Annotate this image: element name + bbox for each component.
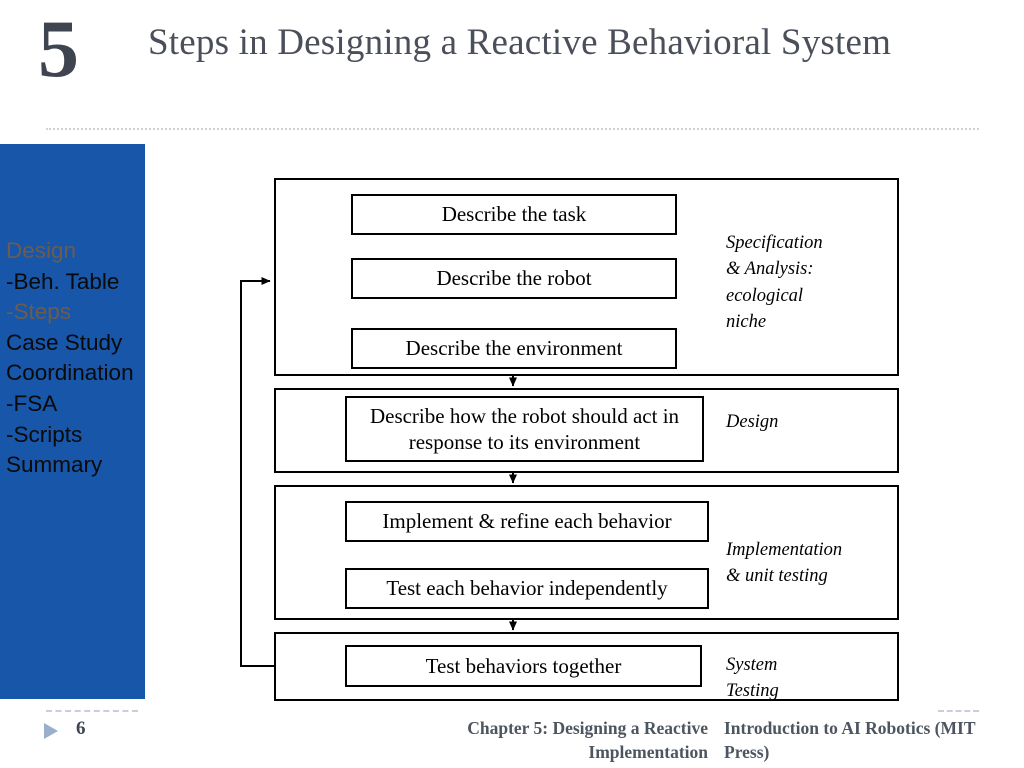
footer-divider-left xyxy=(46,710,138,712)
triangle-bullet-icon xyxy=(44,723,58,739)
outline-sidebar: Design -Beh. Table -Steps Case Study Coo… xyxy=(0,144,145,699)
chapter-number: 5 xyxy=(38,3,79,94)
slide-header: 5 Steps in Designing a Reactive Behavior… xyxy=(0,0,1024,134)
footer-book-text: Introduction to AI Robotics (MIT Press) xyxy=(724,718,976,762)
sidebar-item-steps[interactable]: -Steps xyxy=(6,299,72,325)
step-box-test-behavior-independently[interactable]: Test each behavior independently xyxy=(345,568,709,609)
header-divider xyxy=(46,128,979,130)
sidebar-item-scripts[interactable]: -Scripts xyxy=(6,421,83,447)
sidebar-item-case-study[interactable]: Case Study xyxy=(6,329,123,355)
step-box-implement-refine-behavior[interactable]: Implement & refine each behavior xyxy=(345,501,709,542)
sidebar-item-coordination[interactable]: Coordination xyxy=(6,360,134,386)
footer-chapter-text: Chapter 5: Designing a Reactive Implemen… xyxy=(467,718,708,762)
sidebar-item-fsa[interactable]: -FSA xyxy=(6,390,58,416)
feedback-loop-system-to-specification xyxy=(240,277,274,667)
step-box-describe-environment[interactable]: Describe the environment xyxy=(351,328,677,369)
step-box-test-behaviors-together[interactable]: Test behaviors together xyxy=(345,645,702,687)
stage-label-implementation: Implementation& unit testing xyxy=(726,540,843,587)
sidebar-item-summary[interactable]: Summary xyxy=(6,452,103,478)
page-title: Steps in Designing a Reactive Behavioral… xyxy=(148,22,892,63)
footer-divider-right xyxy=(938,710,979,712)
outline-list: Design -Beh. Table -Steps Case Study Coo… xyxy=(6,236,161,481)
stage-label-design: Design xyxy=(726,412,779,432)
slide-footer xyxy=(0,700,1024,768)
sidebar-item-design[interactable]: Design xyxy=(6,238,77,263)
step-box-describe-robot[interactable]: Describe the robot xyxy=(351,258,677,299)
step-box-describe-task[interactable]: Describe the task xyxy=(351,194,677,235)
sidebar-item-beh-table[interactable]: -Beh. Table xyxy=(6,268,120,294)
step-box-describe-robot-action[interactable]: Describe how the robot should act in res… xyxy=(345,396,704,462)
page-number: 6 xyxy=(76,718,86,739)
